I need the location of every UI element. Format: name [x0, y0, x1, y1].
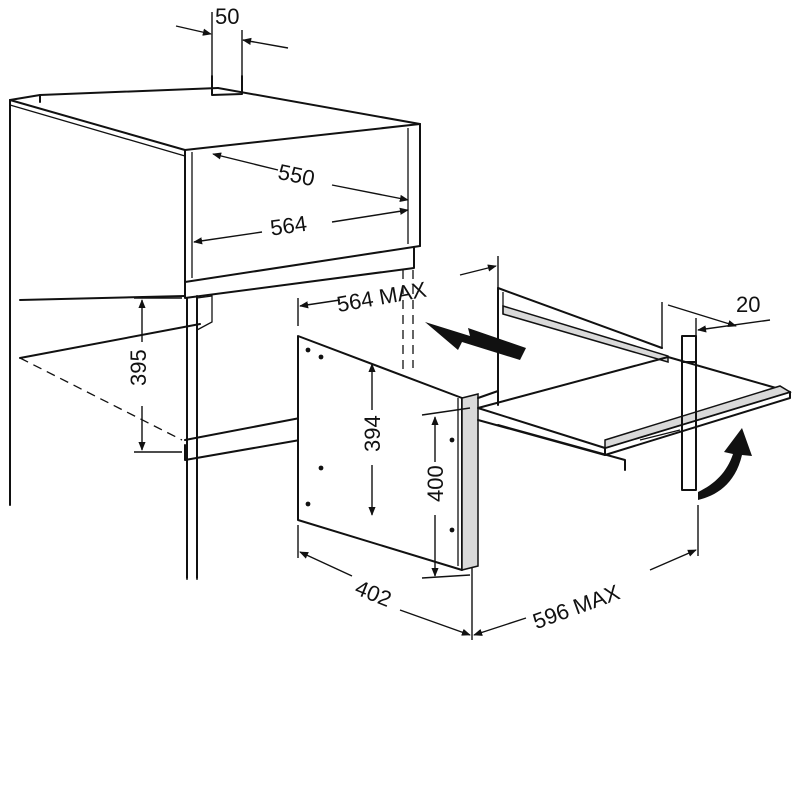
- dim-label-niche-height: 395: [126, 349, 151, 386]
- dim-label-drawer-depth-max: 596 MAX: [529, 579, 623, 634]
- warming-drawer: [297, 287, 792, 571]
- dim-label-front-height-inner: 394: [360, 415, 385, 452]
- movement-arrows: [425, 322, 752, 500]
- push-in-arrow: [425, 322, 526, 360]
- dim-label-cabinet-width: 564: [269, 211, 309, 241]
- dim-label-rail-offset: 20: [736, 292, 760, 317]
- drawer-front-panel: [297, 335, 463, 571]
- lift-arrow: [698, 428, 752, 500]
- dim-label-front-height: 400: [423, 465, 448, 502]
- dim-label-front-width: 402: [352, 575, 395, 612]
- dim-label-drawer-width-max: 564 MAX: [335, 277, 429, 317]
- dim-label-top-offset: 50: [215, 4, 239, 29]
- dimension-lines: [134, 12, 771, 640]
- dim-label-cabinet-depth: 550: [276, 159, 317, 191]
